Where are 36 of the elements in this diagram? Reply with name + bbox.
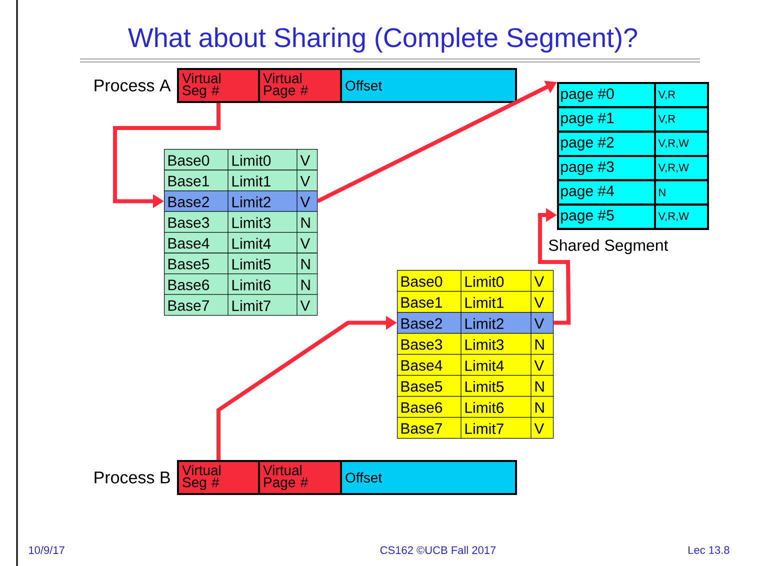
table-row: page #2 V,R,W	[557, 130, 709, 157]
address-field: Offset	[340, 460, 517, 495]
arrow	[538, 208, 571, 325]
table-row: Base0 Limit0 V	[397, 270, 554, 292]
table-row: Base6 Limit6 N	[397, 396, 554, 418]
table-row: Base1 Limit1 V	[397, 290, 554, 313]
table-row: Base5 Limit5 N	[397, 374, 554, 397]
address-field: Virtual Page #	[258, 68, 342, 103]
table-row: Base3 Limit3 N	[164, 210, 318, 233]
table-row: Base5 Limit5 N	[164, 252, 318, 274]
address-field: Offset	[340, 68, 517, 103]
footer-date: 10/9/17	[29, 546, 64, 554]
table-row: Base0 Limit0 V	[164, 148, 318, 170]
process-label: Process B	[94, 472, 170, 484]
table-row: Base4 Limit4 V	[397, 354, 554, 376]
table-row: Base2 Limit2 V	[164, 190, 318, 212]
process-label: Process A	[94, 80, 171, 92]
table-row: page #0 V,R	[557, 82, 709, 108]
address-field: Virtual Seg #	[177, 68, 260, 103]
table-row: page #1 V,R	[557, 106, 709, 133]
table-row: Base3 Limit3 N	[397, 332, 554, 355]
table-row: Base6 Limit6 N	[164, 273, 318, 295]
table-row: page #3 V,R,W	[557, 155, 709, 182]
table-row: Base7 Limit7 V	[397, 416, 554, 439]
table-row: Base4 Limit4 V	[164, 232, 318, 254]
table-row: Base2 Limit2 V	[397, 312, 554, 334]
footer-course: CS162 ©UCB Fall 2017	[380, 546, 496, 554]
address-field: Virtual Seg #	[177, 460, 260, 495]
footer-page: Lec 13.8	[688, 546, 730, 554]
table-row: page #5 V,R,W	[557, 204, 709, 230]
node-label: Shared Segment	[548, 239, 668, 254]
table-row: Base1 Limit1 V	[164, 170, 318, 192]
table-row: Base7 Limit7 V	[164, 294, 318, 316]
title: What about Sharing (Complete Segment)?	[128, 27, 638, 53]
address-field: Virtual Page #	[258, 460, 342, 495]
table-row: page #4 N	[557, 179, 709, 206]
